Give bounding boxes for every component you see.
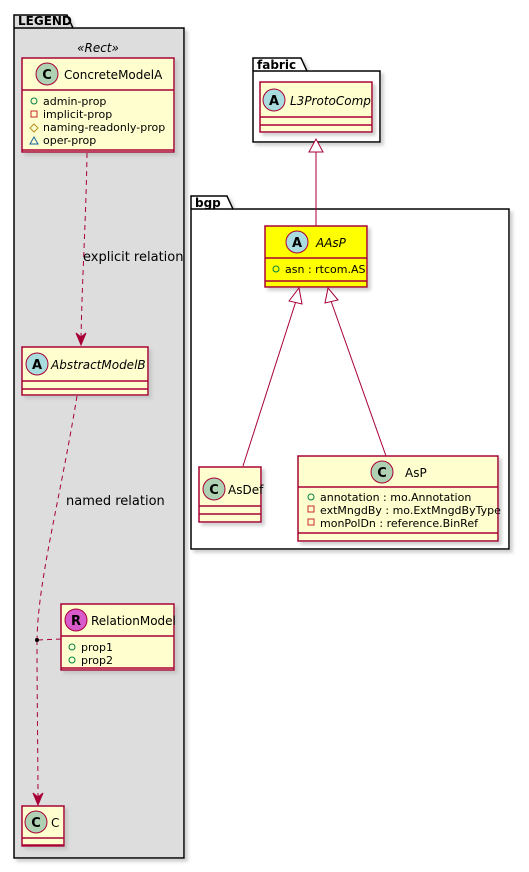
attribute: implicit-prop: [43, 108, 112, 121]
class-l3-proto-comp: A L3ProtoComp: [259, 81, 373, 133]
arrow-head-icon: [32, 792, 44, 807]
inheritance-triangle-icon: [324, 286, 339, 304]
class-kind-letter: A: [32, 358, 42, 373]
class-name: ConcreteModelA: [64, 68, 163, 82]
class-name: L3ProtoComp: [290, 94, 371, 108]
edge-generalization-aasp: [308, 137, 324, 226]
class-a-icon: [285, 230, 309, 254]
attribute: monPolDn : reference.BinRef: [320, 517, 479, 530]
class-aasp: A AAsP asn : rtcom.AS: [264, 225, 368, 288]
edge-named-relation: named relation: [32, 395, 165, 807]
arrow-head-icon: [75, 332, 87, 347]
class-c-icon: [35, 62, 59, 86]
class-name: AAsP: [315, 236, 347, 250]
class-kind-letter: R: [71, 614, 81, 629]
association-class-link: [37, 638, 62, 641]
attribute: oper-prop: [43, 134, 96, 147]
public-visibility-icon: [68, 656, 76, 664]
inheritance-triangle-icon: [308, 137, 324, 153]
class-name: AbstractModelB: [50, 358, 146, 372]
class-a-icon: [25, 352, 49, 376]
bgp-package-title: bgp: [195, 196, 221, 210]
inheritance-triangle-icon: [288, 286, 303, 305]
class-kind-letter: C: [42, 68, 52, 83]
junction-dot-icon: [35, 638, 39, 642]
private-visibility-icon: [30, 110, 38, 118]
class-c-icon: [370, 460, 394, 484]
class-asdef: C AsDef: [198, 466, 264, 523]
legend-stereotype: «Rect»: [77, 41, 119, 55]
class-c: C C: [21, 805, 65, 847]
class-a-icon: [262, 88, 286, 112]
attribute: prop1: [81, 641, 113, 654]
edge-generalization-asp: [324, 286, 387, 457]
attribute: annotation : mo.Annotation: [320, 491, 471, 504]
class-relation-model: R RelationModel prop1 prop2: [60, 603, 176, 671]
edge-label-explicit: explicit relation: [83, 250, 183, 265]
edge-generalization-asdef: [242, 286, 303, 467]
class-name: AsP: [405, 466, 427, 480]
class-kind-letter: A: [269, 94, 279, 109]
class-c-icon: [24, 810, 48, 834]
private-visibility-icon: [307, 518, 315, 526]
class-concrete-model-a: C ConcreteModelA admin-prop implicit-pro…: [21, 57, 175, 153]
public-visibility-icon: [307, 493, 315, 501]
class-kind-letter: C: [31, 816, 41, 831]
class-abstract-model-b: A AbstractModelB: [21, 346, 149, 396]
attribute: extMngdBy : mo.ExtMngdByType: [320, 504, 501, 517]
class-name: AsDef: [228, 483, 264, 497]
legend-package-title: LEGEND: [18, 14, 72, 28]
attribute: asn : rtcom.AS: [285, 263, 365, 276]
attribute: admin-prop: [43, 95, 106, 108]
public-visibility-icon: [272, 265, 280, 273]
class-kind-letter: C: [209, 483, 219, 498]
package-visibility-icon: [29, 135, 39, 145]
public-visibility-icon: [30, 97, 38, 105]
class-c-icon: [202, 477, 226, 501]
fabric-package-title: fabric: [257, 58, 296, 72]
class-asp: C AsP annotation : mo.Annotation extMngd…: [297, 455, 501, 542]
attribute: prop2: [81, 654, 113, 667]
class-kind-letter: C: [377, 466, 387, 481]
public-visibility-icon: [68, 643, 76, 651]
edge-explicit-relation: explicit relation: [75, 152, 183, 347]
attribute: naming-readonly-prop: [43, 121, 165, 134]
class-name: C: [51, 816, 59, 830]
class-name: RelationModel: [91, 614, 176, 628]
private-visibility-icon: [307, 505, 315, 513]
protected-visibility-icon: [29, 123, 39, 133]
edge-label-named: named relation: [66, 494, 165, 509]
class-kind-letter: A: [292, 236, 302, 251]
class-r-icon: [64, 608, 88, 632]
